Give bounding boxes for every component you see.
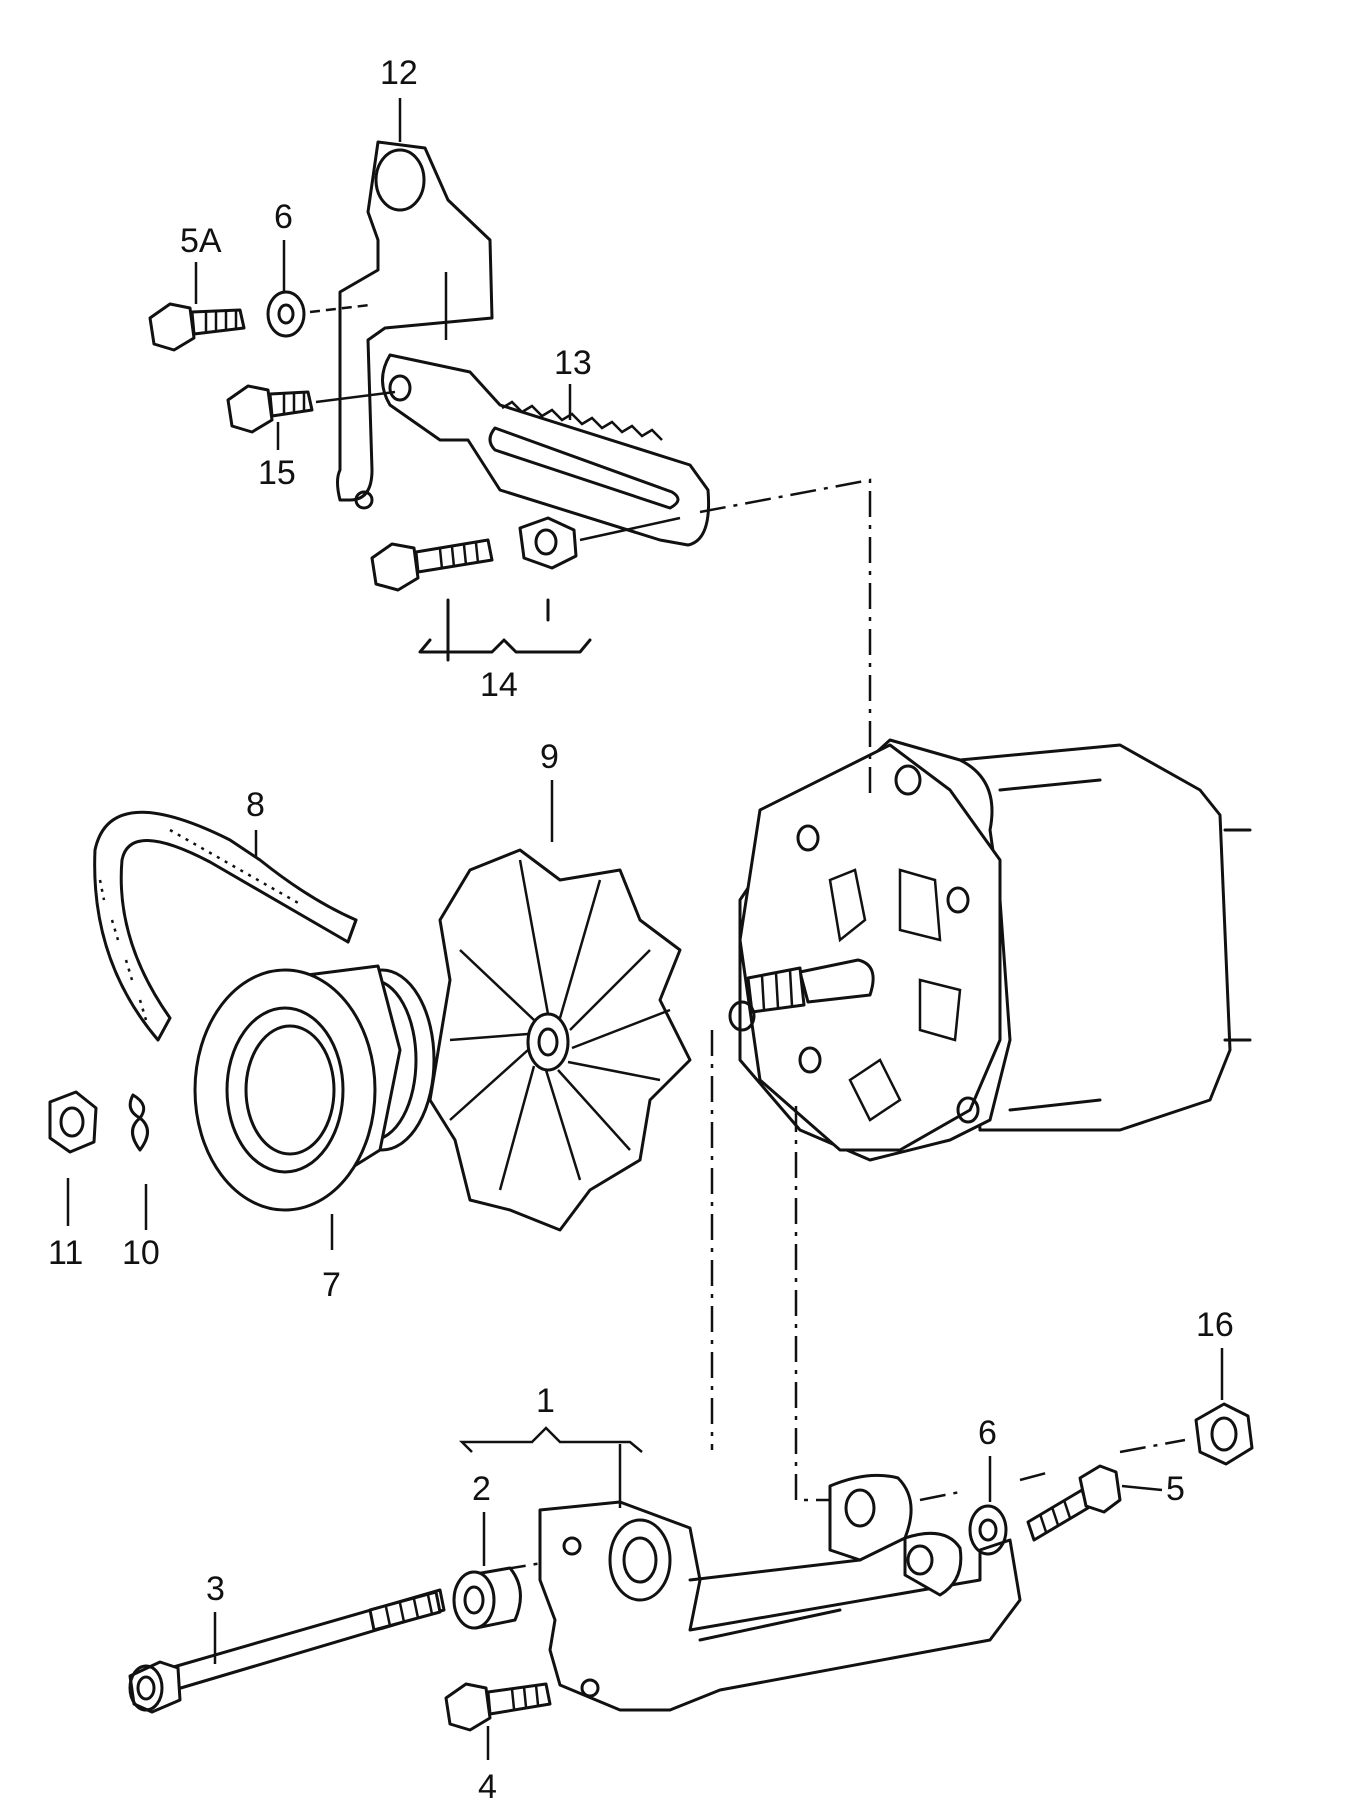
- part-3-long-bolt: [128, 1588, 446, 1714]
- label-14: 14: [480, 666, 518, 704]
- part-12-upper-bracket: [336, 140, 494, 510]
- label-6-bottom: 6: [978, 1414, 997, 1452]
- part-5a-bolt: [148, 302, 246, 352]
- label-4: 4: [478, 1768, 497, 1806]
- part-13-adjusting-bracket: [381, 353, 711, 547]
- part-1-mounting-bracket: [538, 1473, 1022, 1712]
- part-6-washer-top: [266, 290, 306, 338]
- part-2-bushing: [452, 1566, 522, 1630]
- part-16-nut: [1194, 1402, 1254, 1466]
- label-13: 13: [554, 344, 592, 382]
- part-4-bolt: [444, 1682, 552, 1732]
- part-5-bolt: [1026, 1464, 1122, 1542]
- part-7-pulley: [193, 964, 436, 1212]
- alternator-body: [728, 738, 1252, 1162]
- part-14-bolt-nut: [370, 516, 681, 662]
- label-5: 5: [1166, 1470, 1185, 1508]
- label-2: 2: [472, 1470, 491, 1508]
- part-number-labels: 12 6 5A 13 15 14 9 8 7 10 11 16 1 6 2 5 …: [48, 54, 1234, 1806]
- leader-lines: [66, 98, 1224, 1760]
- label-1: 1: [536, 1382, 555, 1420]
- label-6-top: 6: [274, 198, 293, 236]
- label-12: 12: [380, 54, 418, 92]
- part-11-nut: [48, 1090, 98, 1154]
- part-10-spring-washer: [128, 1093, 149, 1152]
- part-9-fan: [428, 848, 692, 1232]
- label-11: 11: [48, 1234, 83, 1272]
- label-7: 7: [322, 1266, 341, 1304]
- label-15: 15: [258, 454, 296, 492]
- label-16: 16: [1196, 1306, 1234, 1344]
- label-10: 10: [122, 1234, 160, 1272]
- part-15-bolt: [226, 384, 314, 434]
- label-8: 8: [246, 786, 265, 824]
- label-5a: 5A: [180, 222, 222, 260]
- part-6-washer-bottom: [968, 1504, 1008, 1556]
- label-9: 9: [540, 738, 559, 776]
- label-3: 3: [206, 1570, 225, 1608]
